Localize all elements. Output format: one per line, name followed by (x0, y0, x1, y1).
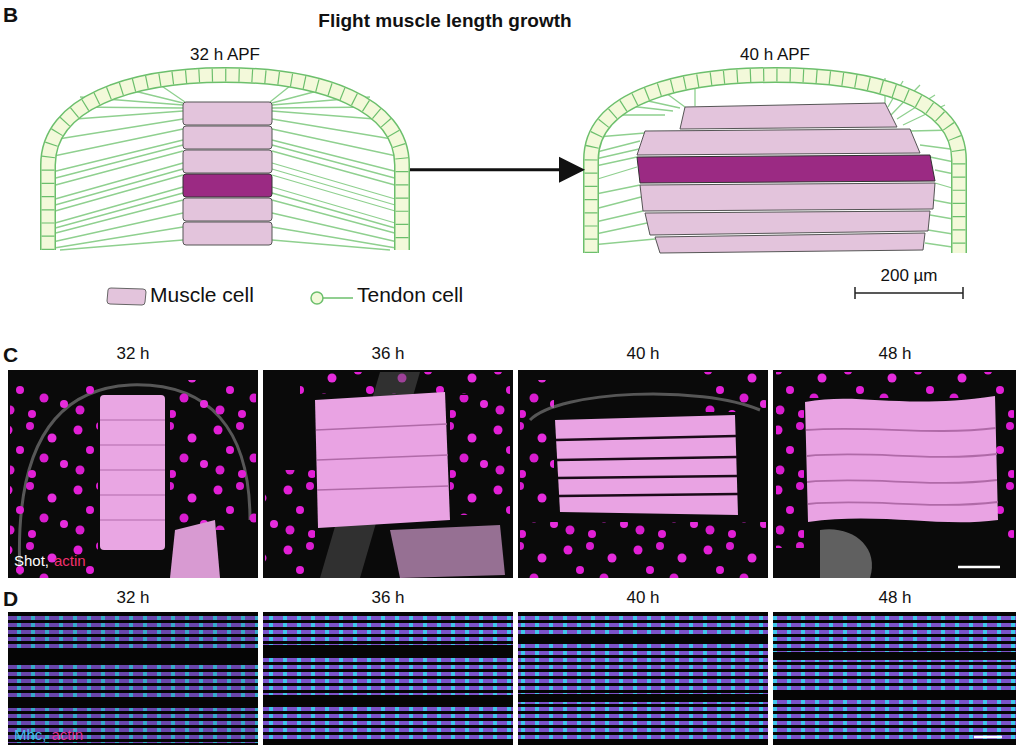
arrow-line (410, 168, 561, 171)
stain-label: actin (52, 726, 84, 743)
muscle-illustration (591, 75, 959, 253)
legend-sample (308, 286, 354, 308)
panel-letter: D (3, 587, 18, 611)
time-label: 36 h (371, 588, 404, 608)
tendon-cell (311, 292, 323, 304)
arrow-head (559, 157, 585, 183)
time-label: 32 h (116, 588, 149, 608)
stage-illustration: 32 h APF (40, 45, 410, 260)
legend-text: Muscle cell (150, 283, 254, 307)
tendon-line (322, 297, 353, 299)
muscle-swatch (107, 288, 146, 305)
scale-bar (855, 287, 963, 299)
micrograph-panels (8, 370, 1016, 578)
time-label: 48 h (878, 344, 911, 364)
time-label: 48 h (878, 588, 911, 608)
muscle-illustration (48, 75, 402, 250)
stain-label: actin (54, 552, 86, 569)
panel-title: Flight muscle length growth (318, 10, 571, 32)
panel-letter: C (3, 343, 18, 367)
time-label: 36 h (371, 344, 404, 364)
panel-letter: B (3, 3, 18, 27)
time-label: 40 h (626, 344, 659, 364)
stage-illustration: 40 h APF (585, 45, 965, 260)
time-label: 40 h (626, 588, 659, 608)
stage-heading: 40 h APF (585, 45, 965, 65)
stain-label: Shot, (14, 552, 49, 569)
stain-label: Mhc, (14, 726, 47, 743)
stage-heading: 32 h APF (40, 45, 410, 65)
flow-arrow (410, 157, 585, 183)
time-label: 32 h (116, 344, 149, 364)
fibril-panels (8, 612, 1016, 745)
legend-text: Tendon cell (357, 283, 463, 307)
scale-label: 200 µm (880, 266, 937, 286)
legend-swatch (105, 286, 151, 308)
